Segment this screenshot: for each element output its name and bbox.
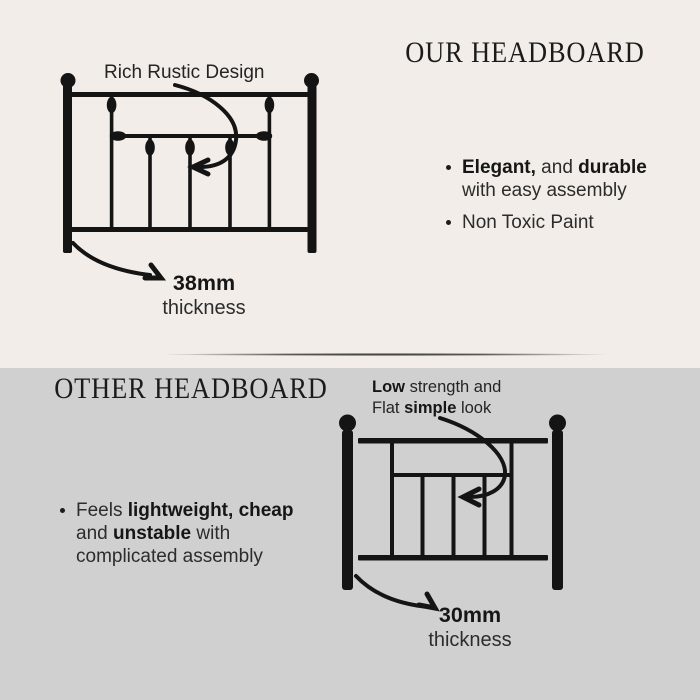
inner-bar-1 — [420, 477, 425, 555]
bottom-rail — [358, 555, 548, 561]
bullet-dot — [446, 220, 451, 225]
knob-midrail-left — [109, 131, 127, 141]
post-right — [552, 430, 563, 590]
inner-bar-3 — [482, 477, 487, 555]
our-feature-list: Elegant, and durable with easy assembly … — [446, 156, 658, 243]
outer-bar-left — [390, 443, 394, 556]
bullet-dot — [446, 165, 451, 170]
list-item: Elegant, and durable with easy assembly — [446, 156, 658, 202]
post-right — [307, 85, 317, 253]
bullet-dot — [60, 508, 65, 513]
other-feature-list: Feels lightweight, cheap and unstable wi… — [60, 499, 322, 577]
thickness-arrowhead-38 — [142, 262, 167, 281]
inner-bar-2 — [188, 138, 192, 227]
feature-text: Elegant, and durable with easy assembly — [462, 157, 647, 201]
annotation-arrows — [71, 83, 239, 281]
thickness-callout-our: 38mm thickness — [140, 270, 268, 320]
finial-ball-left — [339, 414, 356, 432]
rustic-design-arrow — [173, 83, 239, 169]
knob-outer-left — [106, 96, 117, 114]
post-left — [342, 430, 353, 590]
inner-bar-1 — [148, 138, 152, 227]
outer-bar-right — [509, 443, 514, 556]
mid-rail — [110, 134, 272, 138]
mid-rail — [390, 473, 514, 477]
finial-ball-right — [549, 414, 566, 432]
headboard-frame — [60, 73, 319, 281]
thickness-label: thickness — [428, 629, 512, 651]
knob-midrail-right — [255, 131, 273, 141]
knob-inner-1 — [145, 139, 155, 156]
section-divider — [155, 353, 615, 356]
outer-bar-right — [267, 97, 272, 227]
bottom-rail — [71, 227, 308, 232]
thickness-label: thickness — [162, 297, 246, 319]
other-headboard-title: OTHER HEADBOARD — [54, 372, 328, 405]
inner-bar-3 — [228, 138, 232, 227]
knob-inner-2 — [185, 139, 195, 156]
label-line-1: Low strength and — [372, 378, 502, 396]
other-headboard-illustration — [339, 414, 566, 612]
rustic-design-label: Rich Rustic Design — [104, 62, 265, 83]
rustic-design-arrowhead — [187, 157, 211, 177]
list-item: Non Toxic Paint — [446, 211, 658, 234]
simple-look-arrowhead — [457, 486, 482, 508]
simple-look-arrow — [438, 416, 508, 499]
thickness-value: 30mm — [438, 603, 502, 627]
thickness-value: 38mm — [172, 271, 236, 295]
outer-bar-left — [109, 97, 114, 227]
finial-ball-right — [304, 73, 319, 88]
feature-text: Non Toxic Paint — [462, 212, 594, 233]
thickness-callout-other: 30mm thickness — [406, 602, 534, 652]
inner-bar-2 — [451, 477, 456, 555]
top-rail — [358, 438, 548, 444]
thickness-arrowhead-30 — [416, 591, 440, 612]
other-headboard-section: OTHER HEADBOARD Low strength and Flat si… — [0, 368, 700, 700]
knob-outer-right — [264, 96, 275, 114]
our-headboard-title: OUR HEADBOARD — [405, 36, 645, 69]
feature-text: Feels lightweight, cheap and unstable wi… — [76, 500, 294, 567]
finial-ball-left — [60, 73, 76, 88]
annotation-arrows — [354, 416, 508, 612]
list-item: Feels lightweight, cheap and unstable wi… — [60, 499, 322, 568]
post-left — [63, 85, 72, 253]
label-line-2: Flat simple look — [372, 399, 492, 417]
our-headboard-section: Rich Rustic Design OUR HEADBOARD Elegant… — [0, 0, 700, 368]
our-headboard-illustration — [60, 73, 319, 281]
thickness-arrow-38 — [71, 241, 152, 277]
top-rail — [71, 92, 308, 97]
headboard-frame — [339, 414, 566, 612]
low-strength-label: Low strength and Flat simple look — [372, 377, 501, 419]
